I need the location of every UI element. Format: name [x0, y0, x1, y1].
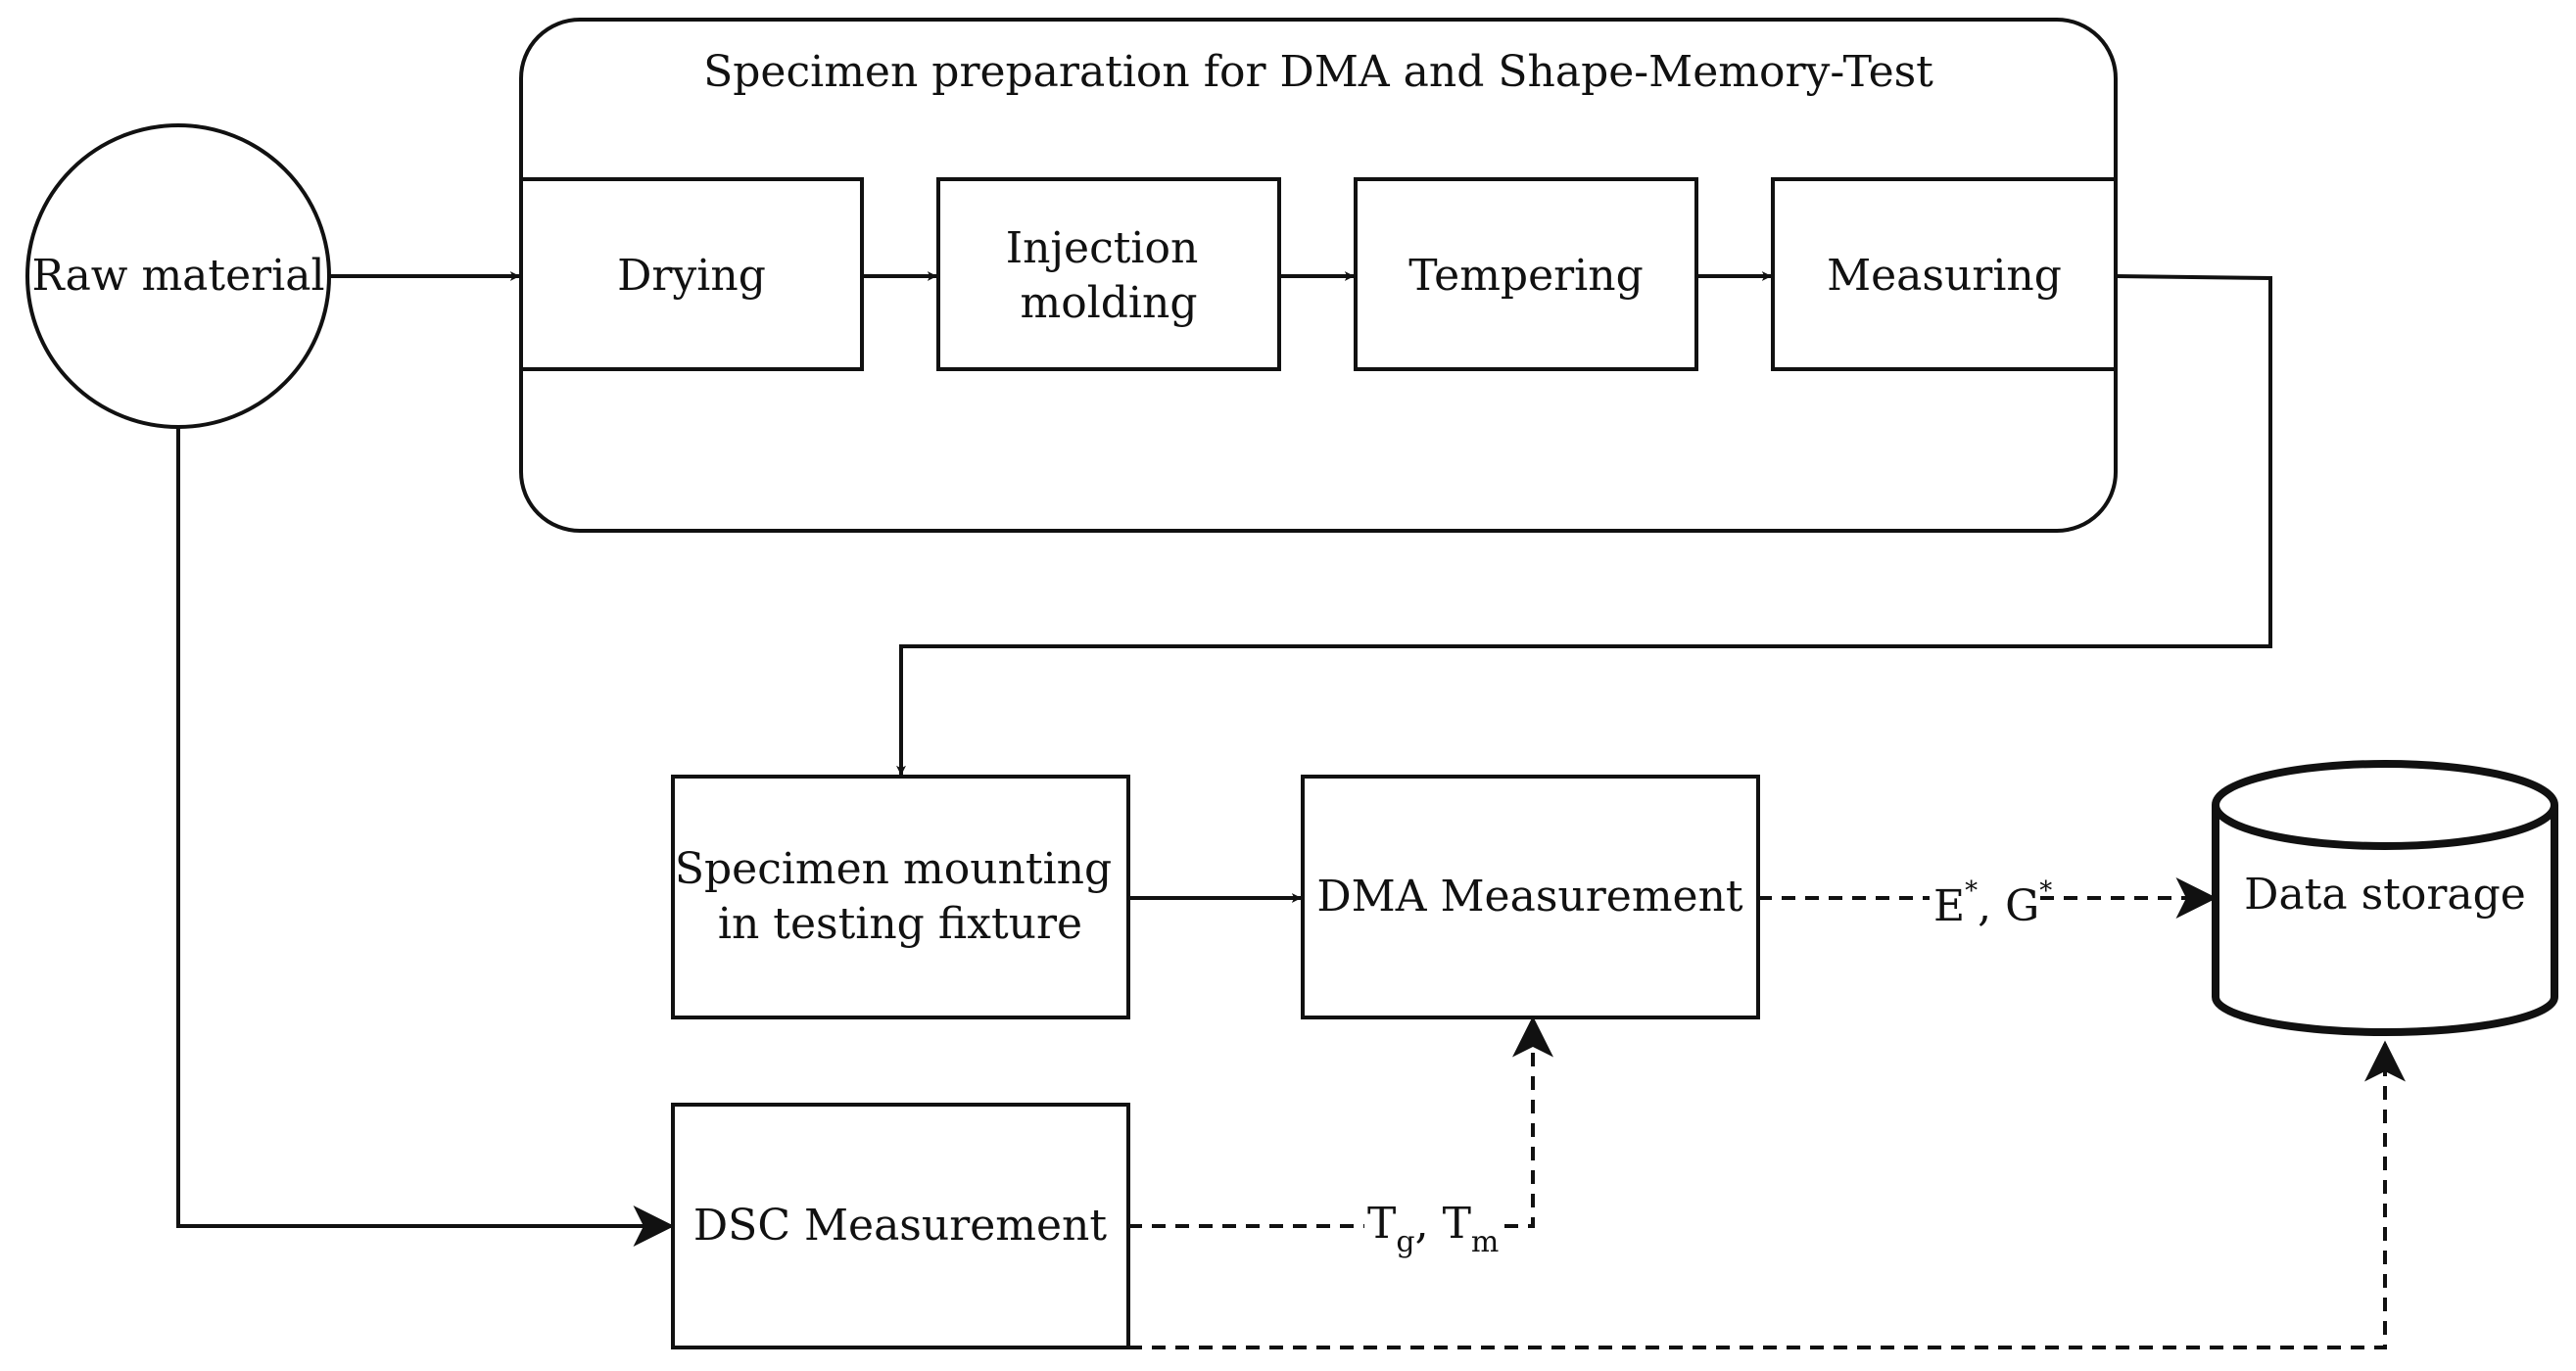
- edge-label-tg-tm: Tg, Tm: [1367, 1199, 1499, 1259]
- label-e-g-sep: ,: [1978, 881, 2005, 931]
- edge-label-bg-tgtm: [1364, 1203, 1502, 1257]
- drying-box: [519, 177, 864, 371]
- label-e: E: [1933, 881, 1965, 931]
- label-tg: T: [1367, 1199, 1396, 1249]
- specimen-mounting-line-2: in testing fixture: [718, 899, 1082, 949]
- label-tm-sub: m: [1471, 1225, 1499, 1259]
- measuring-box: [1771, 177, 2118, 371]
- injection-molding-line-1: Injection: [1006, 223, 1199, 273]
- injection-molding-box: [936, 177, 1281, 371]
- specimen-mounting-line-1: Specimen mounting: [675, 844, 1112, 894]
- injection-molding-label: Injection molding: [1006, 223, 1213, 328]
- label-e-sup: *: [1965, 876, 1978, 906]
- edge-raw-to-dsc: [176, 427, 675, 1247]
- group-title: Specimen preparation for DMA and Shape-M…: [703, 47, 1933, 97]
- data-storage-node: [2212, 760, 2558, 1036]
- data-storage-label: Data storage: [2244, 870, 2526, 920]
- label-g: G: [2005, 881, 2039, 931]
- tempering-label: Tempering: [1408, 251, 1644, 301]
- edge-measuring-to-mounting: [896, 274, 2272, 776]
- measuring-label: Measuring: [1827, 251, 2062, 301]
- specimen-mounting-box: [671, 775, 1130, 1019]
- specimen-mounting-label: Specimen mounting in testing fixture: [675, 844, 1125, 949]
- data-storage-body: [2212, 805, 2558, 1036]
- edge-label-e-g: E*, G*: [1933, 876, 2052, 931]
- dma-measurement-label: DMA Measurement: [1316, 872, 1743, 922]
- dma-measurement-box: [1301, 775, 1760, 1019]
- label-tm: T: [1443, 1199, 1471, 1249]
- label-g-sup: *: [2039, 876, 2052, 906]
- edge-label-bg-eg: [1930, 876, 2039, 925]
- dsc-measurement-label: DSC Measurement: [693, 1201, 1107, 1251]
- raw-material-label: Raw material: [31, 251, 324, 301]
- data-storage-top: [2212, 760, 2558, 850]
- tempering-box: [1354, 177, 1698, 371]
- edge-dsc-to-storage: [1128, 1040, 2406, 1349]
- injection-molding-line-2: molding: [1020, 278, 1197, 328]
- edge-dsc-to-dma: [1128, 1016, 1553, 1228]
- label-tg-tm-sep: ,: [1415, 1199, 1443, 1249]
- drying-label: Drying: [617, 251, 766, 301]
- label-tg-sub: g: [1396, 1225, 1414, 1259]
